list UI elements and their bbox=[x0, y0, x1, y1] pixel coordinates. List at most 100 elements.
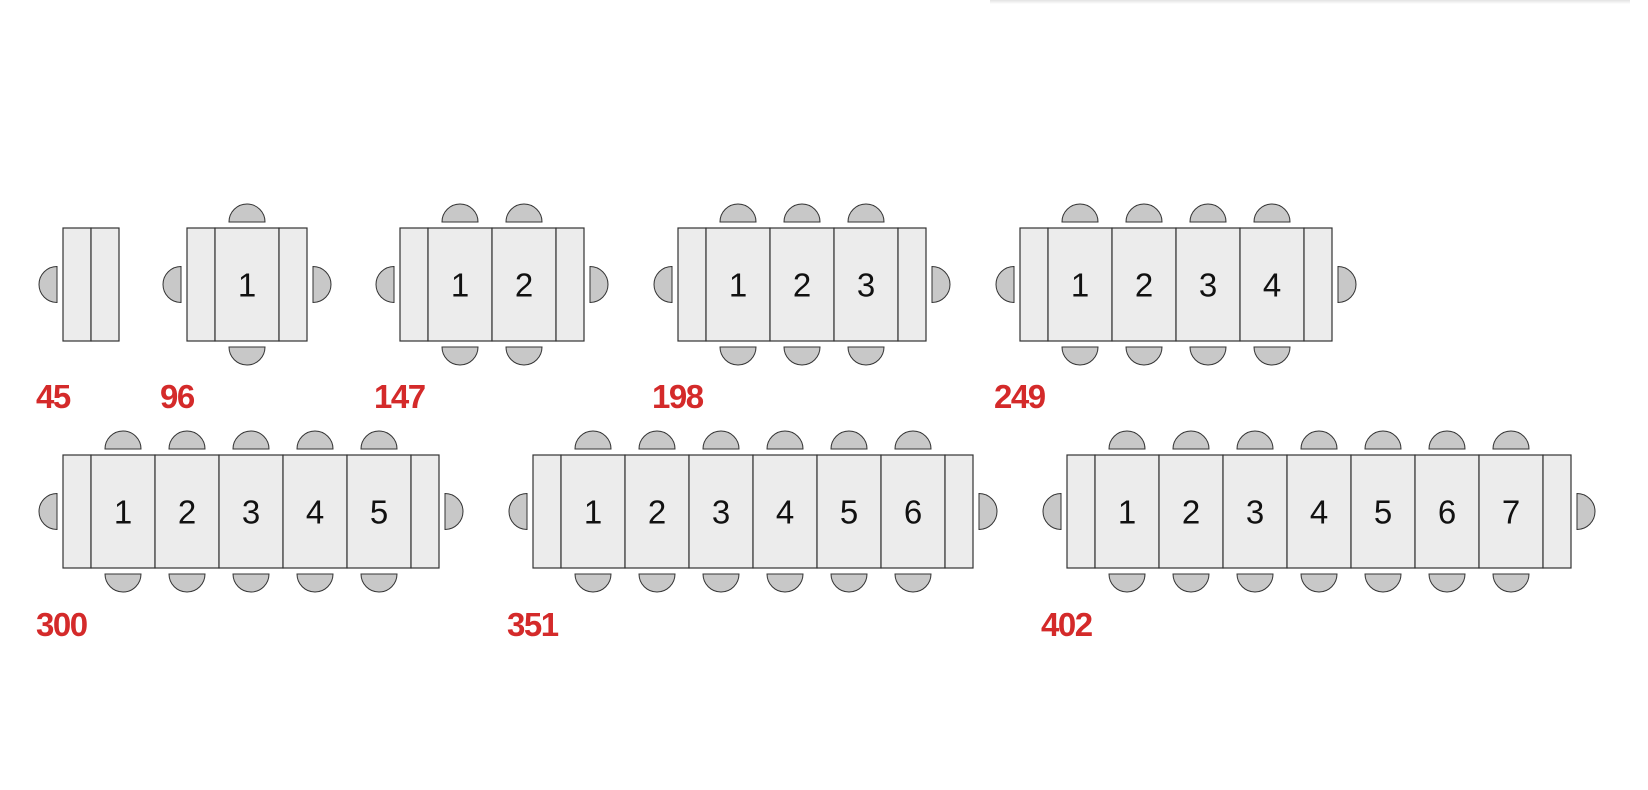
chair-top bbox=[1364, 430, 1402, 450]
chair-top bbox=[783, 203, 821, 223]
table-extension-section bbox=[346, 454, 412, 569]
table-extension-section bbox=[880, 454, 946, 569]
section-number: 2 bbox=[1135, 267, 1153, 304]
chair-bottom bbox=[830, 573, 868, 593]
section-number: 7 bbox=[1502, 494, 1520, 531]
chair-bottom bbox=[360, 573, 398, 593]
chair-bottom bbox=[766, 573, 804, 593]
chair-top bbox=[1189, 203, 1227, 223]
chair-bottom bbox=[104, 573, 142, 593]
chair-bottom bbox=[847, 346, 885, 366]
chair-bottom bbox=[1300, 573, 1338, 593]
chair-top bbox=[702, 430, 740, 450]
section-number: 2 bbox=[793, 267, 811, 304]
section-number: 3 bbox=[1199, 267, 1217, 304]
chair-bottom bbox=[1125, 346, 1163, 366]
chair-bottom bbox=[1253, 346, 1291, 366]
top-edge-shadow bbox=[990, 0, 1630, 4]
table-end-panel bbox=[62, 454, 92, 569]
table-end-panel bbox=[410, 454, 440, 569]
section-number: 1 bbox=[584, 494, 602, 531]
table-size-label: 249 bbox=[994, 378, 1046, 415]
chair-bottom bbox=[783, 346, 821, 366]
chair-top bbox=[1061, 203, 1099, 223]
table-extension-section bbox=[769, 227, 835, 342]
table-end-panel bbox=[944, 454, 974, 569]
chair-top bbox=[1236, 430, 1274, 450]
chair-top bbox=[232, 430, 270, 450]
table-config-45: 45 bbox=[36, 227, 120, 415]
chair-bottom bbox=[441, 346, 479, 366]
table-end-panel bbox=[1019, 227, 1049, 342]
section-number: 4 bbox=[1310, 494, 1328, 531]
table-end-panel bbox=[399, 227, 429, 342]
chair-top bbox=[360, 430, 398, 450]
section-number: 1 bbox=[729, 267, 747, 304]
chair-top bbox=[1300, 430, 1338, 450]
section-number: 3 bbox=[857, 267, 875, 304]
chair-top bbox=[830, 430, 868, 450]
chair-right bbox=[1337, 265, 1357, 304]
chair-bottom bbox=[1172, 573, 1210, 593]
table-extension-section bbox=[214, 227, 280, 342]
section-number: 5 bbox=[1374, 494, 1392, 531]
chair-bottom bbox=[1108, 573, 1146, 593]
table-end-panel bbox=[90, 227, 120, 342]
section-number: 1 bbox=[1118, 494, 1136, 531]
section-number: 1 bbox=[1071, 267, 1089, 304]
section-number: 1 bbox=[238, 267, 256, 304]
table-extension-section bbox=[816, 454, 882, 569]
chair-bottom bbox=[232, 573, 270, 593]
chair-left bbox=[1042, 492, 1062, 531]
section-number: 3 bbox=[242, 494, 260, 531]
table-size-label: 351 bbox=[507, 606, 559, 643]
section-number: 1 bbox=[451, 267, 469, 304]
section-number: 4 bbox=[776, 494, 794, 531]
chair-right bbox=[589, 265, 609, 304]
chair-bottom bbox=[894, 573, 932, 593]
table-size-label: 402 bbox=[1041, 606, 1093, 643]
table-extension-section bbox=[705, 227, 771, 342]
table-extension-section bbox=[1414, 454, 1480, 569]
table-extension-section bbox=[154, 454, 220, 569]
section-number: 2 bbox=[178, 494, 196, 531]
chair-left bbox=[38, 265, 58, 304]
chair-top bbox=[441, 203, 479, 223]
table-size-label: 147 bbox=[374, 378, 425, 415]
table-extension-section bbox=[624, 454, 690, 569]
section-number: 2 bbox=[1182, 494, 1200, 531]
chair-top bbox=[1428, 430, 1466, 450]
chair-left bbox=[995, 265, 1015, 304]
chair-right bbox=[1576, 492, 1596, 531]
section-number: 6 bbox=[904, 494, 922, 531]
chair-left bbox=[375, 265, 395, 304]
section-number: 2 bbox=[648, 494, 666, 531]
chair-bottom bbox=[228, 346, 266, 366]
table-extension-section bbox=[1239, 227, 1305, 342]
chair-left bbox=[653, 265, 673, 304]
chair-bottom bbox=[168, 573, 206, 593]
chair-top bbox=[168, 430, 206, 450]
table-extension-section bbox=[1158, 454, 1224, 569]
table-extension-section bbox=[833, 227, 899, 342]
table-end-panel bbox=[1303, 227, 1333, 342]
table-size-label: 300 bbox=[36, 606, 87, 643]
table-extension-section bbox=[560, 454, 626, 569]
chair-bottom bbox=[1236, 573, 1274, 593]
table-extension-section bbox=[218, 454, 284, 569]
table-extension-section bbox=[1350, 454, 1416, 569]
chair-left bbox=[508, 492, 528, 531]
section-number: 1 bbox=[114, 494, 132, 531]
chair-bottom bbox=[1364, 573, 1402, 593]
chair-top bbox=[574, 430, 612, 450]
chair-top bbox=[1253, 203, 1291, 223]
chair-top bbox=[296, 430, 334, 450]
table-extension-section bbox=[1222, 454, 1288, 569]
table-end-panel bbox=[1066, 454, 1096, 569]
